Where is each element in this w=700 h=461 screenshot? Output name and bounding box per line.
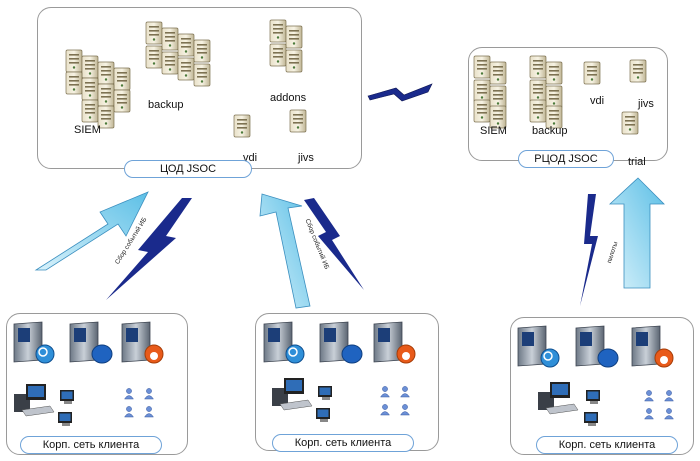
client-3-icons xyxy=(517,325,674,426)
link-lightning-icon xyxy=(367,83,433,102)
addons-label: addons xyxy=(270,92,307,104)
client-1-icons xyxy=(13,321,164,426)
client-2-icons xyxy=(263,321,416,422)
reserve-backup-label: backup xyxy=(532,125,568,137)
reserve-siem-server-icon xyxy=(473,55,507,129)
client-1-title: Корп. сеть клиента xyxy=(20,436,162,454)
backup-server-icon xyxy=(145,21,211,87)
reserve-vdi-server-icon xyxy=(583,61,601,85)
vdi-server-icon xyxy=(233,114,251,138)
reserve-backup-server-icon xyxy=(529,55,563,129)
right-flow-arrow xyxy=(608,177,665,289)
reserve-dc-title: РЦОД JSOC xyxy=(518,150,614,168)
middle-lightning-icon xyxy=(304,198,364,290)
main-dc-title: ЦОД JSOC xyxy=(124,160,252,178)
client-2-title: Корп. сеть клиента xyxy=(272,434,414,452)
reserve-jivs-server-icon xyxy=(629,59,647,83)
reserve-vdi-label: vdi xyxy=(590,95,605,107)
reserve-siem-label: SIEM xyxy=(480,125,507,137)
siem-label: SIEM xyxy=(74,124,101,136)
middle-flow-arrow xyxy=(259,193,311,309)
reserve-jivs-label: jivs xyxy=(638,98,654,110)
backup-label: backup xyxy=(148,99,184,111)
client-3-title: Корп. сеть клиента xyxy=(536,436,678,454)
addons-server-icon xyxy=(269,19,303,73)
reserve-trial-server-icon xyxy=(621,111,639,135)
right-lightning-icon xyxy=(580,194,598,306)
jivs-server-icon xyxy=(289,109,307,133)
left-lightning-icon xyxy=(106,198,192,300)
siem-server-icon xyxy=(65,49,131,129)
left-flow-arrow xyxy=(34,191,149,271)
jivs-label: jivs xyxy=(298,152,314,164)
reserve-trial-label: trial xyxy=(628,156,646,168)
